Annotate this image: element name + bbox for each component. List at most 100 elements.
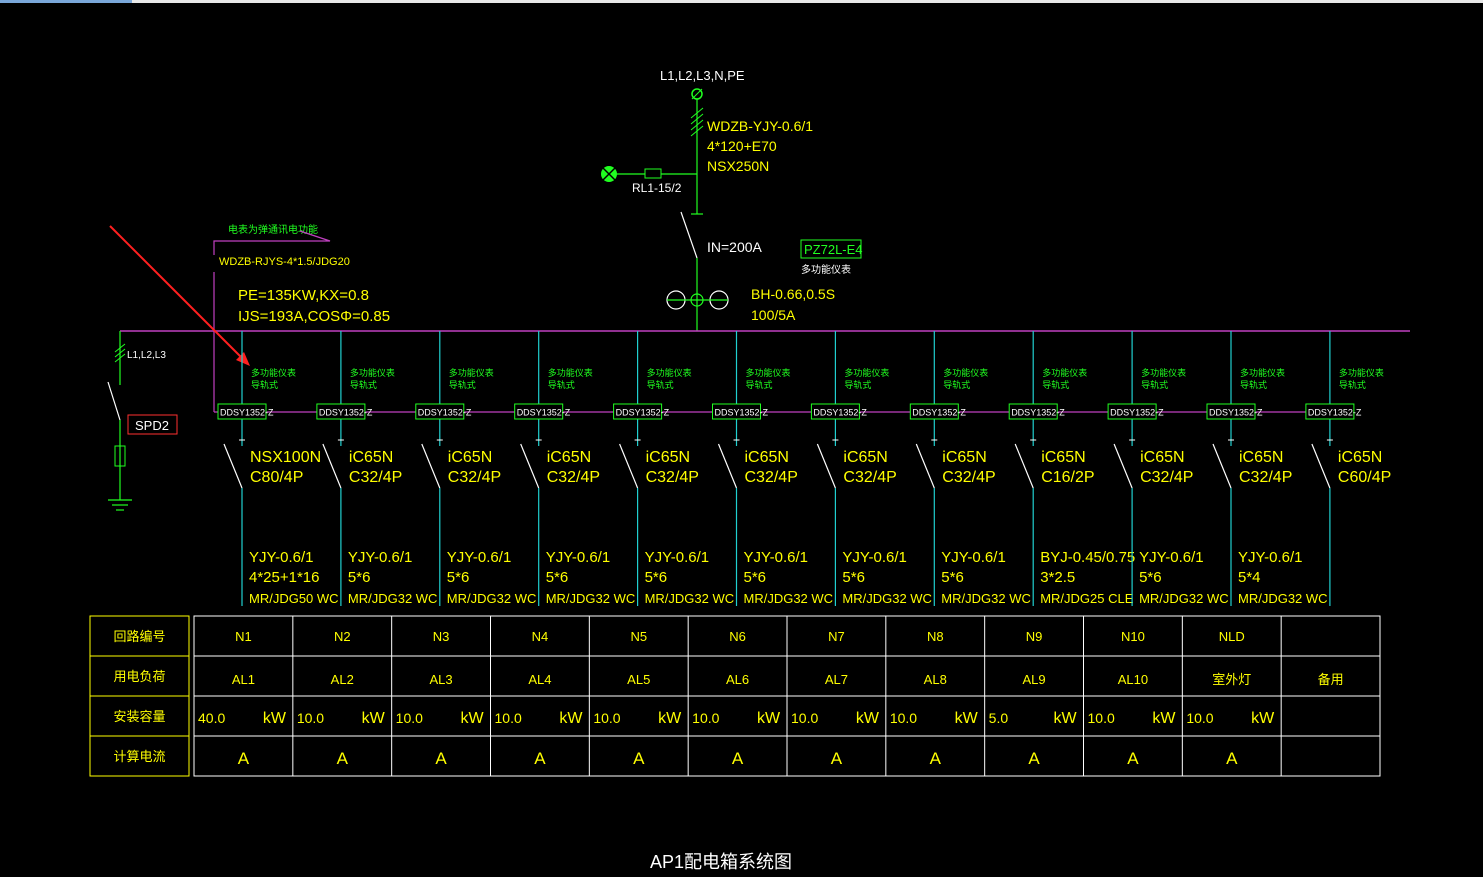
- branch-cable-size: 5*6: [842, 569, 865, 586]
- branch-meter-note1: 多功能仪表: [943, 367, 988, 378]
- table-cell-capacity: 10.0: [692, 710, 719, 726]
- table-cell-capacity-unit: kW: [1152, 710, 1176, 727]
- table-cell-capacity: 40.0: [198, 710, 225, 726]
- breaker-blade-icon: [915, 443, 935, 489]
- table-cell-current-unit: A: [1028, 749, 1040, 768]
- incoming-cable-line1: WDZB-YJY-0.6/1: [707, 118, 813, 134]
- branch-cable-laying: MR/JDG32 WC: [546, 591, 636, 606]
- branch-cable-laying: MR/JDG32 WC: [1139, 591, 1229, 606]
- branch-cable-size: 3*2.5: [1040, 569, 1075, 586]
- branch-meter-box: [712, 403, 761, 420]
- table-cell-capacity: 10.0: [890, 710, 917, 726]
- branch-cable-laying: MR/JDG32 WC: [842, 591, 932, 606]
- branch-breaker-model: iC65N: [1041, 449, 1085, 466]
- table-cell-capacity: 10.0: [791, 710, 818, 726]
- branch-breaker-model: iC65N: [1140, 449, 1184, 466]
- branch-6: 多功能仪表导轨式DDSY1352-ZiC65NC32/4PYJY-0.6/15*…: [712, 331, 833, 606]
- isolator-blade-icon: [680, 211, 698, 259]
- branch-cable-size: 5*6: [744, 569, 767, 586]
- table-cell-current-unit: A: [435, 749, 447, 768]
- branch-breaker-rating: C32/4P: [745, 469, 798, 486]
- branch-2: 多功能仪表导轨式DDSY1352-ZiC65NC32/4PYJY-0.6/15*…: [316, 331, 437, 606]
- branch-meter-note1: 多功能仪表: [548, 367, 593, 378]
- outgoing-branches: 多功能仪表导轨式DDSY1352-ZNSX100NC80/4PYJY-0.6/1…: [217, 331, 1391, 606]
- table-cell-circuit-id: N8: [927, 629, 944, 644]
- branch-8: 多功能仪表导轨式DDSY1352-ZiC65NC32/4PYJY-0.6/15*…: [909, 331, 1031, 606]
- ct-label-line1: BH-0.66,0.5S: [751, 286, 835, 302]
- branch-7: 多功能仪表导轨式DDSY1352-ZiC65NC32/4PYJY-0.6/15*…: [810, 331, 932, 606]
- breaker-blade-icon: [421, 443, 441, 489]
- branch-breaker-rating: C32/4P: [448, 469, 501, 486]
- branch-meter-label: DDSY1352-Z: [1110, 408, 1164, 418]
- table-cell-load: AL7: [825, 672, 848, 687]
- branch-meter-note2: 导轨式: [943, 379, 970, 390]
- branch-breaker-model: iC65N: [646, 449, 690, 466]
- table-cell-capacity-unit: kW: [856, 710, 880, 727]
- table-cell-load: AL5: [627, 672, 650, 687]
- branch-meter-note2: 导轨式: [1240, 379, 1267, 390]
- table-cell-capacity-unit: kW: [559, 710, 583, 727]
- table-cell-current-unit: A: [1226, 749, 1238, 768]
- branch-meter-label: DDSY1352-Z: [418, 408, 472, 418]
- incoming-cable-tick-icon: [690, 107, 704, 137]
- branch-cable-laying: MR/JDG50 WC: [249, 591, 339, 606]
- table-row-header: 用电负荷: [113, 669, 165, 684]
- branch-breaker-model: iC65N: [448, 449, 492, 466]
- table-cell-capacity-unit: kW: [263, 710, 287, 727]
- load-info-line1: PE=135KW,KX=0.8: [238, 287, 369, 304]
- branch-3: 多功能仪表导轨式DDSY1352-ZiC65NC32/4PYJY-0.6/15*…: [415, 331, 537, 606]
- branch-meter-label: DDSY1352-Z: [1011, 408, 1065, 418]
- branch-cable-type: YJY-0.6/1: [744, 549, 809, 566]
- spd-device-icon: [114, 445, 126, 467]
- branch-cable-type: YJY-0.6/1: [842, 549, 907, 566]
- spd-phases-label: L1,L2,L3: [127, 350, 166, 361]
- table-cell-capacity-unit: kW: [757, 710, 781, 727]
- branch-meter-note2: 导轨式: [251, 379, 278, 390]
- branch-cable-size: 4*25+1*16: [249, 569, 320, 586]
- table-cell-circuit-id: N4: [532, 629, 549, 644]
- branch-meter-note1: 多功能仪表: [1042, 367, 1087, 378]
- breaker-blade-icon: [619, 443, 639, 489]
- breaker-blade-icon: [816, 443, 836, 489]
- table-cell-capacity-unit: kW: [658, 710, 682, 727]
- isolator-label: IN=200A: [707, 239, 763, 255]
- branch-cable-size: 5*6: [941, 569, 964, 586]
- branch-meter-note1: 多功能仪表: [1141, 367, 1186, 378]
- branch-meter-note1: 多功能仪表: [746, 367, 791, 378]
- indicator-lamp-cross-b: [602, 167, 616, 181]
- table-cell-capacity-unit: kW: [362, 710, 386, 727]
- branch-meter-label: DDSY1352-Z: [813, 408, 867, 418]
- branch-cable-size: 5*6: [447, 569, 470, 586]
- branch-meter-label: DDSY1352-Z: [912, 408, 966, 418]
- branch-meter-note2: 导轨式: [350, 379, 377, 390]
- spd-branch: L1,L2,L3 SPD2: [107, 331, 178, 511]
- breaker-blade-icon: [1113, 443, 1133, 489]
- branch-10: 多功能仪表导轨式DDSY1352-ZiC65NC32/4PYJY-0.6/15*…: [1107, 331, 1229, 606]
- incoming-cable-line2: 4*120+E70: [707, 138, 777, 154]
- branch-breaker-rating: C60/4P: [1338, 469, 1391, 486]
- branch-cable-size: 5*6: [645, 569, 668, 586]
- current-transformer-icon: [666, 290, 729, 310]
- branch-meter-note2: 导轨式: [647, 379, 674, 390]
- branch-meter-note1: 多功能仪表: [1240, 367, 1285, 378]
- breaker-blade-icon: [223, 443, 243, 489]
- incoming-phases-label: L1,L2,L3,N,PE: [660, 68, 745, 83]
- meter-box-label: PZ72L-E4: [804, 242, 863, 257]
- branch-breaker-model: iC65N: [1239, 449, 1283, 466]
- breaker-blade-icon: [1014, 443, 1034, 489]
- meter-box-frame: [800, 239, 862, 259]
- branch-breaker-rating: C32/4P: [547, 469, 600, 486]
- branch-cable-laying: MR/JDG32 WC: [447, 591, 537, 606]
- branch-meter-note1: 多功能仪表: [449, 367, 494, 378]
- branch-meter-box: [810, 403, 860, 420]
- table-cell-capacity: 10.0: [297, 710, 324, 726]
- table-cell-current-unit: A: [337, 749, 349, 768]
- breaker-blade-icon: [520, 443, 540, 489]
- load-info-line2: IJS=193A,COSΦ=0.85: [238, 308, 390, 325]
- branch-meter-note1: 多功能仪表: [350, 367, 395, 378]
- table-row-header: 回路编号: [113, 629, 165, 644]
- branch-cable-type: YJY-0.6/1: [941, 549, 1006, 566]
